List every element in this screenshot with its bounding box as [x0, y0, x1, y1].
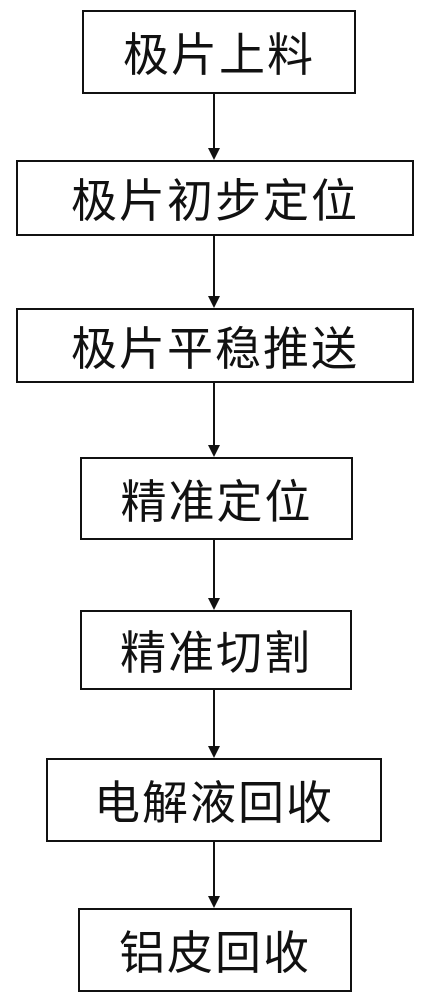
- arrow-3-to-4: [208, 383, 220, 457]
- arrow-2-to-3: [208, 236, 220, 308]
- step-precise-positioning: 精准定位: [80, 457, 353, 540]
- step-aluminum-skin-recovery: 铝皮回收: [78, 908, 352, 992]
- step-electrode-initial-positioning: 极片初步定位: [16, 160, 414, 236]
- arrow-5-to-6: [208, 690, 220, 758]
- step-electrolyte-recovery: 电解液回收: [46, 758, 382, 842]
- step-precise-cutting: 精准切割: [80, 610, 352, 690]
- arrow-1-to-2: [208, 94, 220, 160]
- arrow-4-to-5: [208, 540, 220, 610]
- step-electrode-loading: 极片上料: [82, 10, 356, 94]
- step-electrode-stable-pushing: 极片平稳推送: [16, 308, 414, 383]
- arrow-6-to-7: [208, 842, 220, 908]
